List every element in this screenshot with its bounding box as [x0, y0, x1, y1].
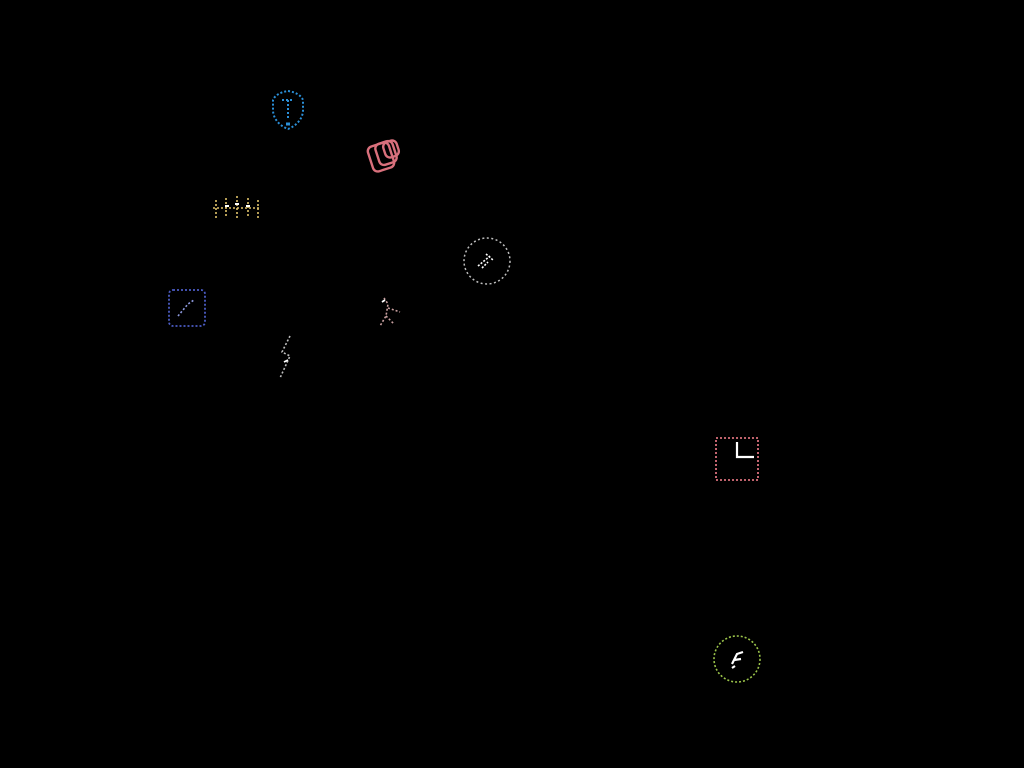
ring-glyph-icon[interactable] [710, 632, 764, 686]
square-corner-icon[interactable] [712, 434, 764, 486]
shield-icon[interactable] [268, 88, 308, 132]
candelabra-icon[interactable] [208, 190, 266, 226]
compass-icon[interactable] [460, 234, 514, 288]
frame-corner-icon[interactable] [164, 286, 210, 332]
stacked-cards-icon[interactable] [364, 136, 410, 182]
figure-icon[interactable] [370, 294, 406, 334]
lightning-icon[interactable] [270, 332, 302, 384]
